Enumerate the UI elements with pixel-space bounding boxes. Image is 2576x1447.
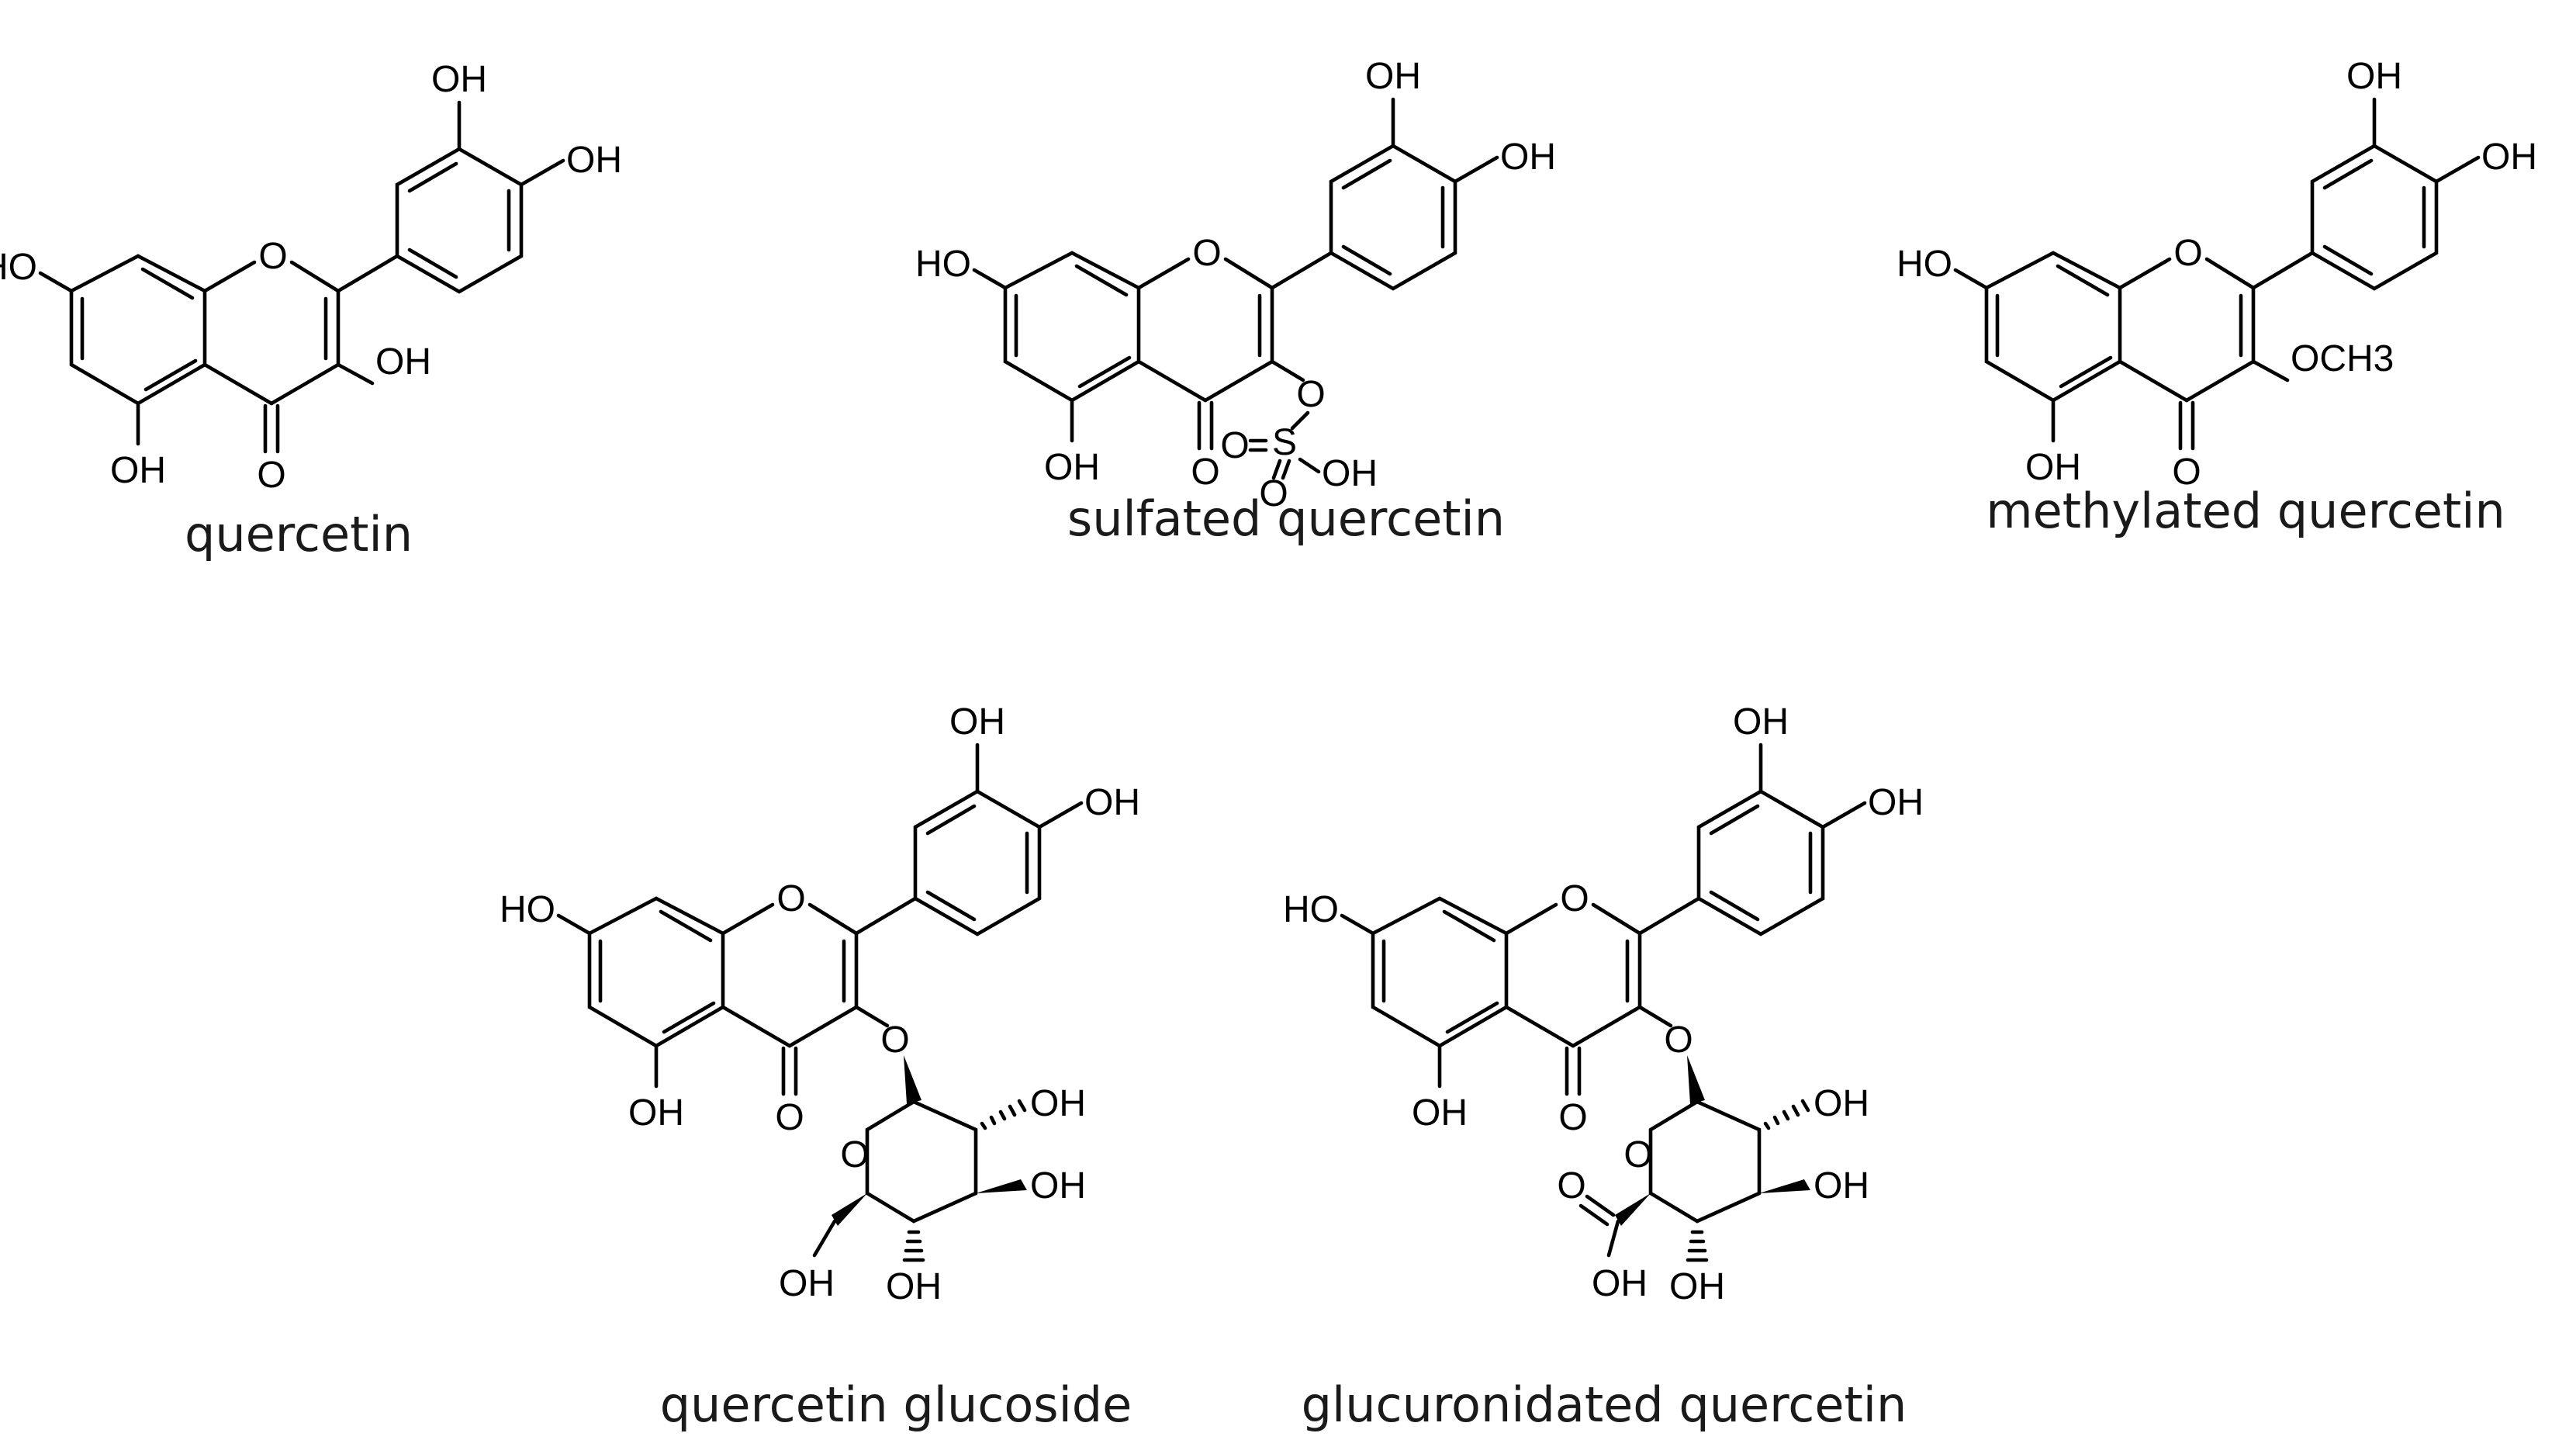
caption-quercetin-glucoside: quercetin glucoside: [660, 1376, 1132, 1433]
carboxyl-hydroxyl-label: OH: [1592, 1263, 1648, 1304]
sugar-hydroxymethyl-label: OH: [779, 1263, 835, 1304]
carboxyl-oxygen-label: O: [1557, 1165, 1585, 1206]
caption-quercetin: quercetin: [185, 506, 413, 563]
sulfonyl-oxygen-bottom-label: O: [1259, 473, 1288, 514]
sulfonyl-oxygen-left-label: O: [1220, 425, 1249, 466]
molecule-sulfated-quercetin: O S O O OH: [915, 56, 1556, 514]
hydroxyl-3-label: OH: [375, 341, 431, 383]
sulfur-label: S: [1272, 422, 1297, 463]
caption-glucuronidated-quercetin: glucuronidated quercetin: [1302, 1376, 1907, 1433]
molecule-methylated-quercetin: OCH3: [1897, 56, 2537, 493]
molecule-quercetin-glucoside: OH: [500, 701, 1140, 1307]
sulfate-oxygen-label: O: [1296, 374, 1325, 415]
methoxy-label: OCH3: [2291, 338, 2394, 379]
caption-methylated-quercetin: methylated quercetin: [1986, 483, 2505, 539]
molecule-glucuronidated-quercetin: O OH: [1283, 701, 1924, 1307]
molecule-quercetin: OH: [0, 59, 622, 496]
caption-sulfated-quercetin: sulfated quercetin: [1067, 490, 1505, 547]
sulfate-hydroxyl-label: OH: [1322, 453, 1378, 494]
